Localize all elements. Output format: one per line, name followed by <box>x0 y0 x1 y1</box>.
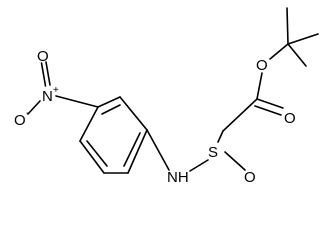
bond-ring-1 <box>97 96 121 108</box>
bond-ether-o-tbu <box>269 43 289 60</box>
atom-nitro-oxygen-anion: O <box>14 112 26 129</box>
bond-ring-inner-2 <box>123 132 141 167</box>
atom-ester-ether-oxygen: O <box>256 57 268 74</box>
bond-tbu-methyl-3 <box>287 43 307 67</box>
bond-nitro-n-o-anion <box>27 100 41 115</box>
bond-carbonyl-o-2 <box>254 105 282 116</box>
bond-ring-3 <box>127 129 148 174</box>
bond-tbu-methyl-2 <box>287 33 319 45</box>
atom-nitro-nitrogen: N <box>42 88 53 105</box>
atom-ester-carbonyl-oxygen: O <box>284 110 296 127</box>
bond-nitro-n-o-top-1 <box>40 62 47 87</box>
bond-tbu-methyl-1 <box>286 7 289 45</box>
atom-nitro-oxygen-top: O <box>37 48 49 65</box>
bond-ring-nh <box>146 129 170 171</box>
bond-ring-inner-1 <box>101 104 121 115</box>
bond-carbonyl-o-1 <box>256 98 284 109</box>
bond-nh-s <box>189 159 209 172</box>
bond-ring-6 <box>79 106 99 142</box>
bond-carbonyl-ether-o <box>256 72 263 100</box>
atom-amine: NH <box>167 169 189 186</box>
atom-nitro-nitrogen-charge: + <box>53 85 59 96</box>
bond-ring-inner-3 <box>86 140 108 167</box>
atom-labels: O N + O - NH S O O O <box>14 48 296 186</box>
bond-nitro-n-o-top-2 <box>45 61 51 86</box>
bond-group <box>27 7 319 174</box>
bond-ch2-carbonyl <box>222 98 258 132</box>
bond-nitro-n-ring <box>55 95 99 108</box>
atom-nitro-oxygen-charge: - <box>26 108 29 119</box>
bond-ring-2 <box>119 96 148 131</box>
atom-sulfinyl-oxygen: O <box>244 169 256 186</box>
bond-s-ch2 <box>217 130 224 143</box>
molecule-structure: O N + O - NH S O O O <box>14 7 319 186</box>
atom-sulfinyl-sulfur: S <box>208 144 218 161</box>
bond-ring-5 <box>79 140 105 174</box>
bond-s-o <box>224 151 246 171</box>
